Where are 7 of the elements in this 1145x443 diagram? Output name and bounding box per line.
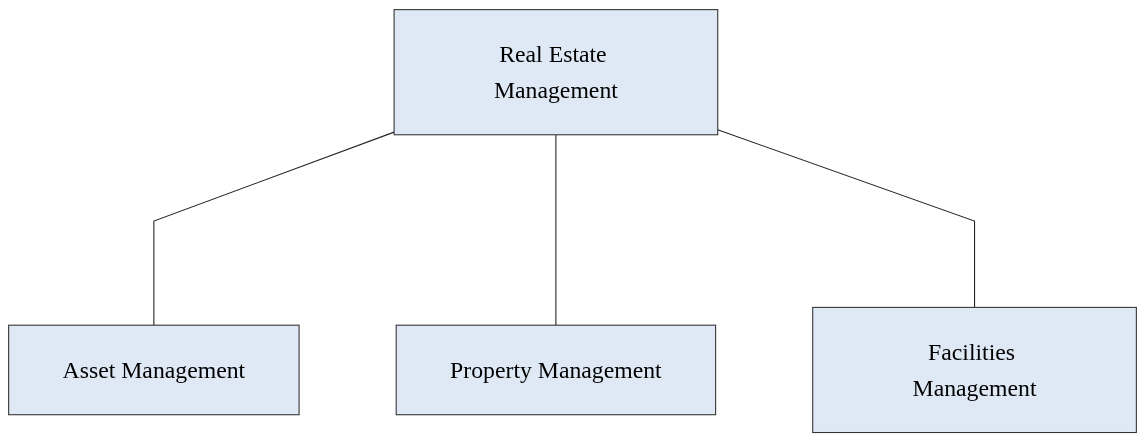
connector xyxy=(717,129,976,309)
node-box: Facilities Management xyxy=(812,307,1137,434)
node-box: Property Management xyxy=(395,325,717,416)
node-box: Asset Management xyxy=(8,325,300,416)
connector xyxy=(153,132,395,327)
connector xyxy=(555,134,557,327)
node-box: Real Estate Management xyxy=(393,9,719,136)
